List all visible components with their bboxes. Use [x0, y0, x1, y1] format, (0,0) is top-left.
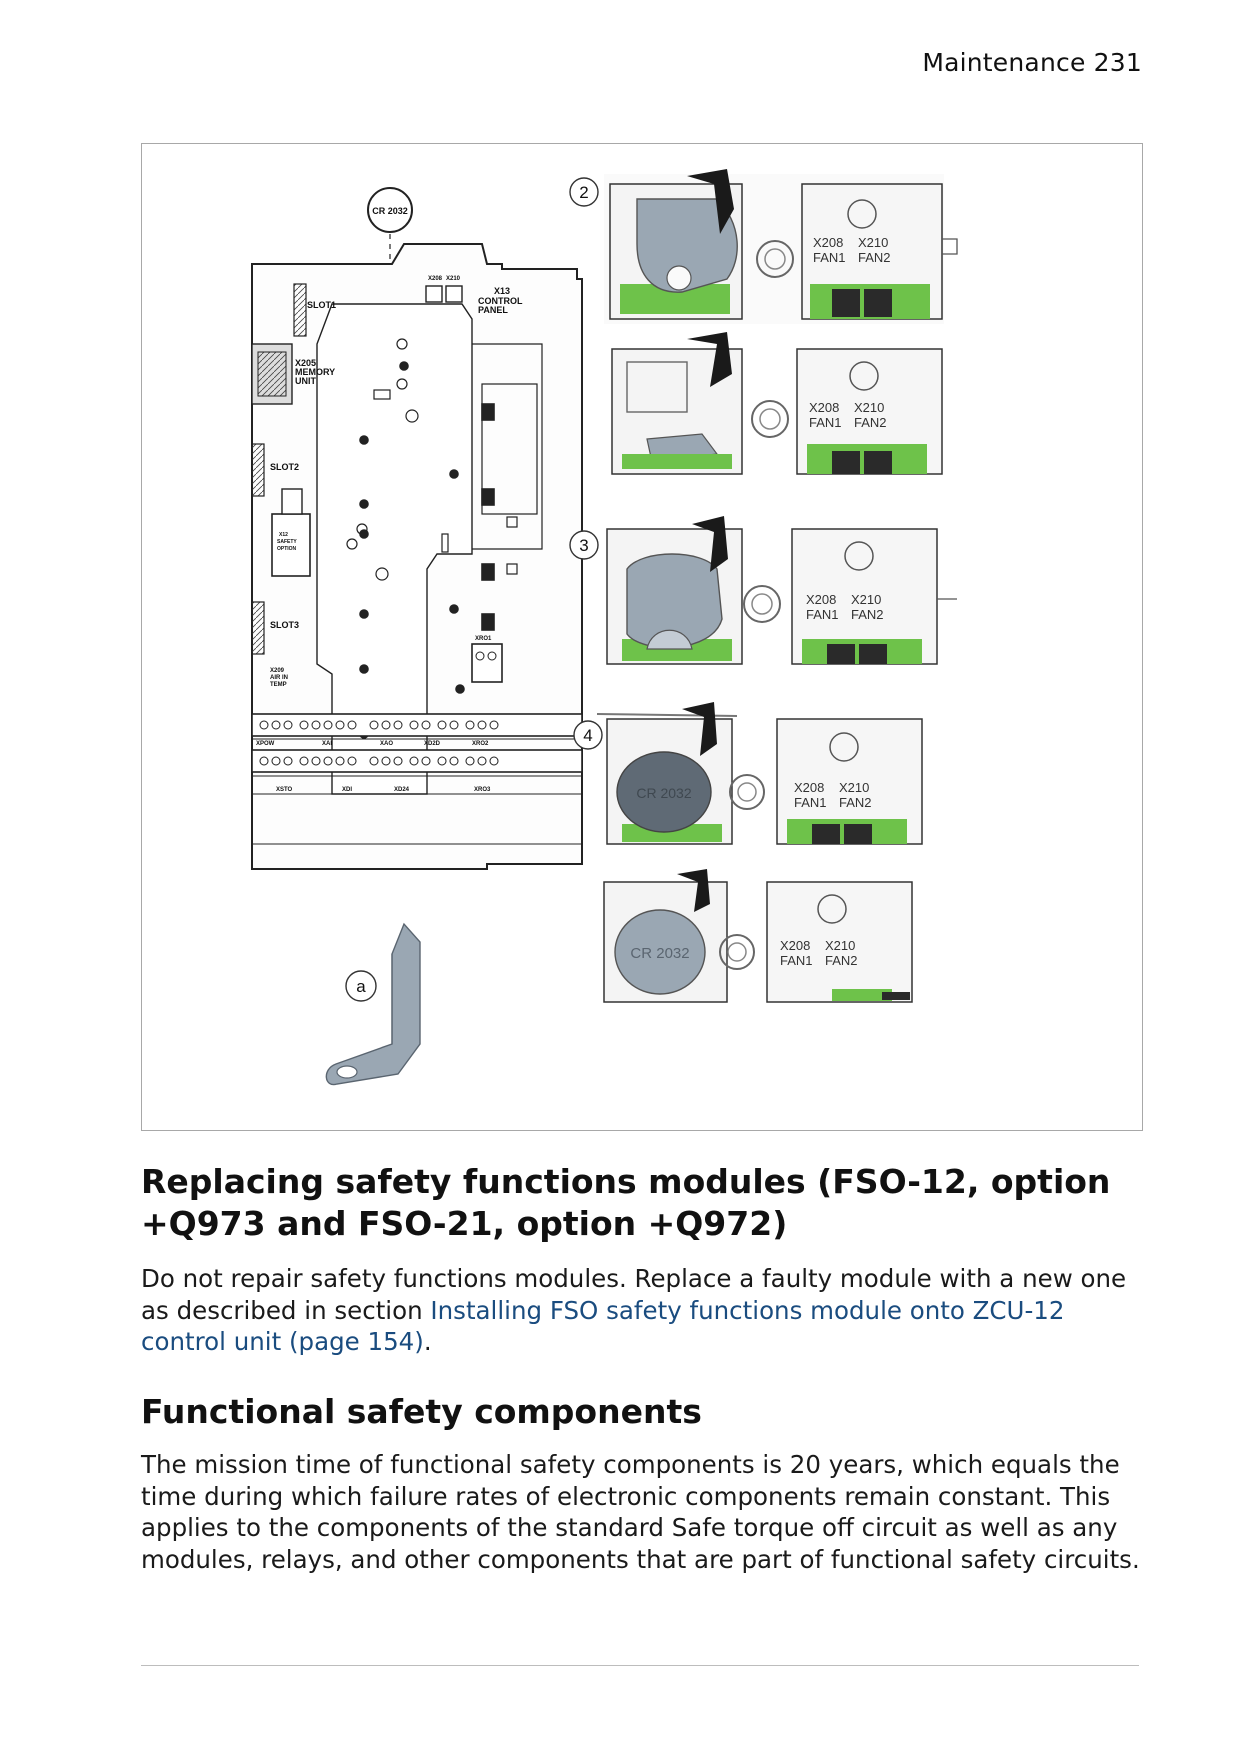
- photo-step-4b: CR 2032 X208 X210 FAN1 FAN2: [603, 869, 913, 1003]
- svg-text:FAN2: FAN2: [854, 415, 887, 430]
- photo-step-2: 2 X208 X210 FAN1 FAN2: [569, 169, 958, 324]
- battery-label-photo-4: CR 2032: [636, 785, 691, 801]
- svg-text:XAI: XAI: [322, 741, 332, 747]
- svg-text:XPOW: XPOW: [256, 741, 275, 747]
- svg-text:XAO: XAO: [380, 741, 393, 747]
- svg-text:XDI: XDI: [342, 787, 352, 793]
- photo-step-2b: X208 X210 FAN1 FAN2: [611, 332, 943, 475]
- section-heading-functional-safety: Functional safety components: [141, 1392, 702, 1431]
- figure-battery-replacement: CR 2032: [141, 143, 1143, 1131]
- bracket-drawing: a: [325, 922, 421, 1086]
- battery-label-photo-5: CR 2032: [630, 945, 689, 962]
- svg-text:X208: X208: [809, 400, 839, 415]
- paragraph-replacing-fso: Do not repair safety functions modules. …: [141, 1263, 1151, 1358]
- svg-text:X208: X208: [428, 276, 443, 282]
- section-heading-replacing-fso: Replacing safety functions modules (FSO-…: [141, 1162, 1111, 1243]
- svg-text:X208: X208: [780, 938, 810, 953]
- svg-text:FAN2: FAN2: [825, 953, 858, 968]
- svg-text:SLOT2: SLOT2: [270, 462, 299, 472]
- page-header: Maintenance 231: [922, 48, 1142, 77]
- svg-text:X210: X210: [825, 938, 855, 953]
- callout-a-label: a: [356, 977, 366, 996]
- control-board-drawing: CR 2032: [251, 187, 583, 870]
- svg-text:X205: X205: [295, 358, 316, 368]
- svg-text:XRO3: XRO3: [474, 787, 491, 793]
- svg-text:TEMP: TEMP: [270, 682, 287, 688]
- svg-text:X208: X208: [813, 235, 843, 250]
- svg-text:X13: X13: [494, 286, 510, 296]
- svg-text:XD24: XD24: [394, 787, 410, 793]
- svg-text:OPTION: OPTION: [277, 546, 297, 552]
- svg-text:XD2D: XD2D: [424, 741, 441, 747]
- svg-text:SAFETY: SAFETY: [277, 539, 297, 545]
- callout-a-circle: [345, 970, 377, 1002]
- svg-text:SLOT3: SLOT3: [270, 620, 299, 630]
- svg-text:SLOT1: SLOT1: [307, 300, 336, 310]
- svg-text:CONTROL: CONTROL: [478, 296, 523, 306]
- svg-text:FAN1: FAN1: [809, 415, 842, 430]
- svg-text:X12: X12: [279, 532, 288, 538]
- battery-callout-text: CR 2032: [372, 206, 408, 216]
- svg-text:FAN1: FAN1: [806, 607, 839, 622]
- svg-text:X210: X210: [851, 592, 881, 607]
- svg-text:MEMORY: MEMORY: [295, 367, 335, 377]
- callout-4-label: 4: [583, 726, 592, 745]
- svg-text:AIR IN: AIR IN: [270, 675, 288, 681]
- svg-text:FAN1: FAN1: [794, 795, 827, 810]
- paragraph-text-end: .: [423, 1327, 432, 1356]
- board-labels: SLOT1 X205 MEMORY UNIT X13 CONTROL PANEL…: [256, 276, 523, 793]
- svg-text:X210: X210: [854, 400, 884, 415]
- svg-text:X210: X210: [858, 235, 888, 250]
- svg-text:FAN2: FAN2: [851, 607, 884, 622]
- svg-text:FAN1: FAN1: [813, 250, 846, 265]
- svg-text:X209: X209: [270, 668, 285, 674]
- svg-text:X210: X210: [446, 276, 461, 282]
- footer-rule: [141, 1665, 1139, 1666]
- battery-callout-circle: [367, 187, 413, 233]
- svg-text:FAN2: FAN2: [858, 250, 891, 265]
- svg-text:XSTO: XSTO: [276, 787, 293, 793]
- photo-step-3: 3 X208 X210 FAN1 FAN2: [569, 516, 957, 665]
- paragraph-text: Do not repair safety functions modules. …: [141, 1264, 1127, 1325]
- svg-text:X210: X210: [839, 780, 869, 795]
- callout-2-label: 2: [579, 183, 588, 202]
- svg-text:FAN1: FAN1: [780, 953, 813, 968]
- photo-step-4: CR 2032 4 X208 X210 FAN1 FAN2: [573, 702, 923, 845]
- svg-text:UNIT: UNIT: [295, 376, 316, 386]
- svg-text:PANEL: PANEL: [478, 305, 508, 315]
- paragraph-functional-safety: The mission time of functional safety co…: [141, 1450, 1140, 1574]
- callout-3-label: 3: [579, 536, 588, 555]
- svg-text:FAN2: FAN2: [839, 795, 872, 810]
- svg-text:XRO2: XRO2: [472, 741, 489, 747]
- link-installing-fso[interactable]: Installing FSO safety functions module o…: [141, 1295, 1065, 1357]
- svg-text:XRO1: XRO1: [475, 636, 492, 642]
- svg-text:X208: X208: [806, 592, 836, 607]
- svg-text:X208: X208: [794, 780, 824, 795]
